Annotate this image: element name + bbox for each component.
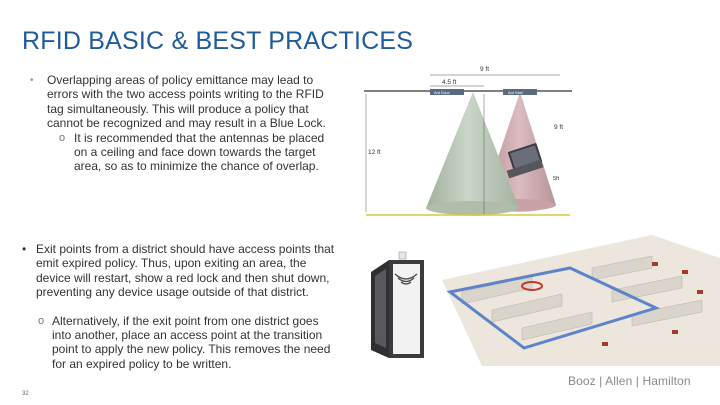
bullet-marker: • [30,75,34,86]
door-icon [371,251,424,358]
sub-bullet-marker: o [59,131,66,144]
bullet-text: Exit points from a district should have … [36,242,335,300]
antenna-label-right: Ant Wall [508,90,523,95]
slide-number: 32 [22,391,29,397]
sub-bullet-item: o It is recommended that the antennas be… [30,131,335,174]
wifi-signal-icon [394,273,418,285]
bullet-item: • Overlapping areas of policy emittance … [30,73,335,131]
bullet-item: • Exit points from a district should hav… [22,242,338,300]
access-point-icon [398,251,407,260]
sub-bullet-text: It is recommended that the antennas be p… [74,130,325,174]
coverage-cone-green [426,92,519,216]
district-boundary-blue [446,266,661,350]
bullet-block-exit-points: • Exit points from a district should hav… [22,242,338,371]
sub-bullet-text: Alternatively, if the exit point from on… [52,313,331,371]
slide-title: RFID BASIC & BEST PRACTICES [22,27,414,55]
antenna-coverage-red [521,281,543,291]
bullet-block-overlap: • Overlapping areas of policy emittance … [30,73,335,174]
brand-logo-text: Booz | Allen | Hamilton [568,374,691,388]
dimension-label-top: 9 ft [480,66,489,73]
small-dimension-label: 5ft [553,176,560,182]
bullet-text: Overlapping areas of policy emittance ma… [47,73,326,131]
height-label-left: 12 ft [368,149,381,156]
office-floor [442,235,720,366]
sub-bullet-item: o Alternatively, if the exit point from … [22,314,338,372]
antenna-badge-right [503,89,537,95]
laptop-icon [506,143,544,179]
height-label-right: 9 ft [554,124,563,131]
cone-base-green [426,201,518,215]
antenna-coverage-diagram: 9 ft 4.5 ft 12 ft Ant Door Ant Wall 9 ft… [364,66,572,216]
sub-bullet-marker: o [38,314,45,327]
antenna-label-left: Ant Door [434,90,450,95]
bullet-marker: • [22,242,27,256]
office-floorplan-illustration [371,235,720,366]
antenna-badge-left [430,89,464,95]
office-chairs [602,262,703,346]
dimension-label-spacing: 4.5 ft [442,79,457,86]
